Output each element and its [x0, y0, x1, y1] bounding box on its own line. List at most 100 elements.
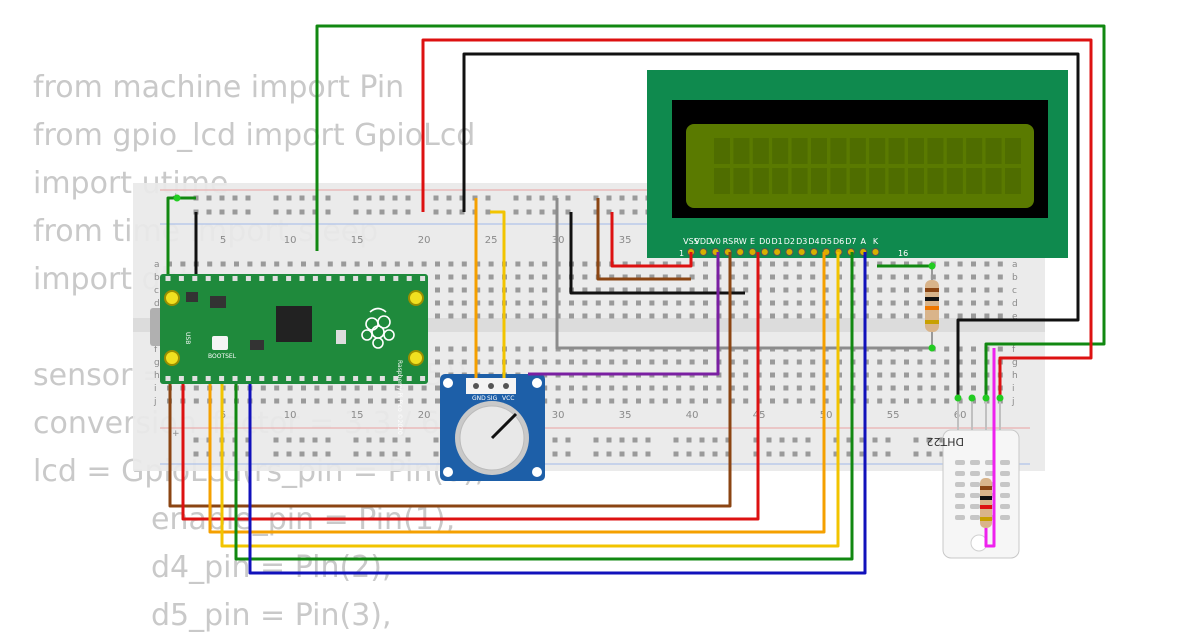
wire-endpoint — [982, 394, 990, 402]
rail-plus-label-bottom: + — [172, 429, 180, 439]
lcd-pin-label: VSS — [683, 237, 699, 246]
row-letter-left: i — [154, 384, 157, 394]
wire-endpoint — [996, 394, 1004, 402]
lcd-screen — [686, 124, 1034, 208]
column-number-top: 5 — [220, 235, 226, 246]
column-number-bottom: 15 — [351, 410, 364, 421]
wire-yellow[interactable] — [220, 252, 840, 548]
mount-hole — [532, 467, 542, 477]
wire-red[interactable] — [181, 252, 760, 521]
wire-yellow[interactable] — [490, 210, 506, 378]
lcd-pin-label: A — [860, 237, 866, 246]
lcd-pin-last: 16 — [898, 249, 908, 258]
wire-blue[interactable] — [248, 252, 867, 575]
wire-endpoint — [173, 194, 181, 202]
wire-endpoint — [928, 262, 936, 270]
pot-knob-indicator — [490, 412, 518, 440]
lcd-pin-label: D2 — [784, 237, 795, 246]
resistor-lcd-backlight[interactable] — [925, 266, 939, 348]
wire-green[interactable] — [166, 196, 196, 274]
resistor-dht-pullup[interactable] — [980, 478, 992, 528]
lcd-pin-label: D3 — [796, 237, 807, 246]
wire-green[interactable] — [234, 252, 854, 561]
lcd-pin-label: D5 — [821, 237, 832, 246]
lcd-pin-label: D4 — [808, 237, 819, 246]
column-number-top: 25 — [485, 235, 498, 246]
lcd-pin-label: D1 — [771, 237, 782, 246]
row-letter-right: a — [1012, 260, 1018, 270]
wire-red[interactable] — [421, 38, 1093, 398]
row-letter-right: j — [1011, 397, 1015, 407]
column-number-bottom: 35 — [619, 410, 632, 421]
column-number-bottom: 20 — [418, 410, 431, 421]
pico-pins — [165, 276, 426, 381]
pico-brand-text: Raspberry Pi Pico ©2020 — [396, 360, 403, 435]
usb-label: USB — [184, 332, 191, 344]
wire-red[interactable] — [610, 212, 693, 268]
wire-orange[interactable] — [208, 252, 826, 534]
wire-brown[interactable] — [168, 252, 732, 508]
chip-regulator — [250, 340, 264, 350]
mount-hole — [532, 378, 542, 388]
lcd-pin-label: K — [873, 237, 879, 246]
wire-black[interactable] — [462, 52, 1080, 398]
lcd-pin-label: D6 — [833, 237, 844, 246]
code-line: d5_pin = Pin(3), — [151, 598, 392, 633]
wire-endpoint — [928, 344, 936, 352]
row-letter-right: d — [1012, 299, 1018, 309]
mount-hole — [408, 290, 424, 306]
mount-hole — [443, 467, 453, 477]
wire-gray[interactable] — [555, 198, 932, 350]
row-letter-left: a — [154, 260, 160, 270]
pot-pin-label-gnd: GND — [472, 395, 486, 402]
lcd-pin-label: D0 — [759, 237, 770, 246]
column-number-bottom: 60 — [954, 410, 967, 421]
lcd-pin-label: RS — [723, 237, 734, 246]
row-letter-left: h — [154, 371, 160, 381]
row-letter-left: g — [154, 358, 160, 368]
mount-hole — [408, 350, 424, 366]
raspberry-pi-pico[interactable]: Raspberry Pi Pico ©2020 BOOTSEL USB — [150, 274, 428, 435]
wire-endpoint — [954, 394, 962, 402]
row-letter-left: c — [154, 286, 159, 296]
row-letter-right: i — [1012, 384, 1015, 394]
bootsel-label: BOOTSEL — [208, 353, 237, 360]
code-line: d4_pin = Pin(2), — [151, 550, 392, 585]
mount-hole — [164, 290, 180, 306]
lcd-pin-label: V0 — [710, 237, 721, 246]
row-letter-right: c — [1012, 286, 1017, 296]
column-number-top: 20 — [418, 235, 431, 246]
row-letter-right: f — [1012, 345, 1016, 355]
code-line: from machine import Pin — [33, 70, 405, 105]
row-letter-right: g — [1012, 358, 1018, 368]
row-letter-left: f — [154, 345, 158, 355]
potentiometer[interactable]: GND SIG VCC — [440, 374, 545, 481]
column-number-top: 15 — [351, 235, 364, 246]
column-number-top: 35 — [619, 235, 632, 246]
wire-green[interactable] — [315, 24, 1106, 398]
wire-brown[interactable] — [596, 198, 691, 281]
pot-pin-label-vcc: VCC — [502, 395, 514, 402]
bootsel-button[interactable] — [212, 336, 228, 350]
column-number-bottom: 55 — [887, 410, 900, 421]
wire-endpoint — [968, 394, 976, 402]
led — [336, 330, 346, 344]
wire-purple[interactable] — [528, 252, 720, 376]
wire-magenta[interactable] — [984, 348, 996, 548]
row-letter-right: e — [1012, 312, 1018, 322]
mount-hole — [164, 350, 180, 366]
lcd-pin-label: RW — [734, 237, 747, 246]
wire-black[interactable] — [569, 212, 745, 295]
column-number-bottom: 40 — [686, 410, 699, 421]
column-number-bottom: 10 — [284, 410, 297, 421]
pot-pin-label-sig: SIG — [487, 395, 498, 402]
lcd-pin-label: E — [750, 237, 755, 246]
chip-small — [186, 292, 198, 302]
chip-flash — [210, 296, 226, 308]
row-letter-right: h — [1012, 371, 1018, 381]
code-line: from gpio_lcd import GpioLcd — [33, 118, 476, 153]
column-number-bottom: 50 — [820, 410, 833, 421]
mount-hole — [443, 378, 453, 388]
